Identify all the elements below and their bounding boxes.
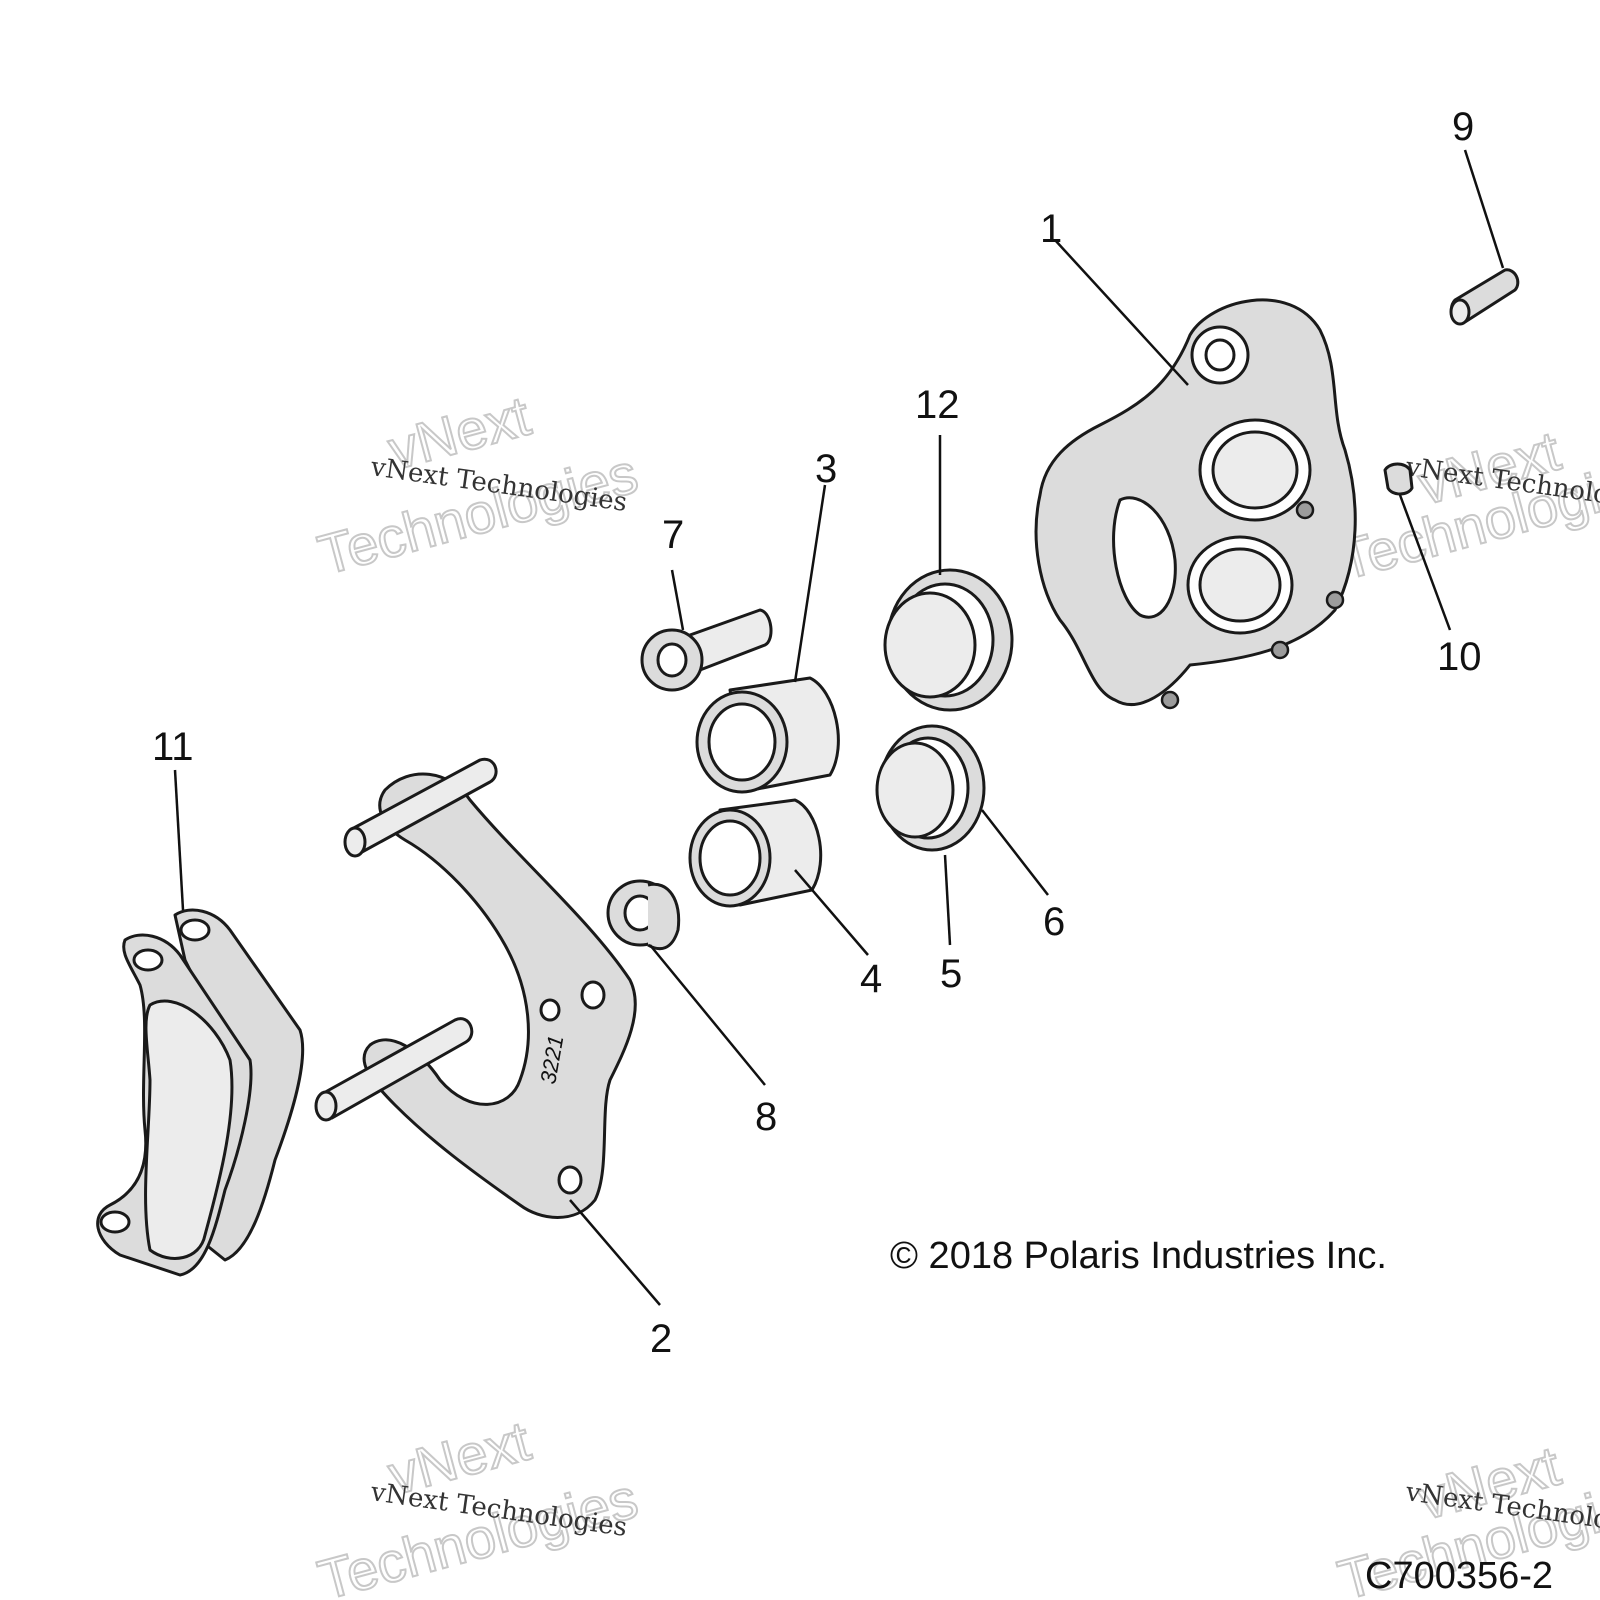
small-piston (688, 798, 823, 908)
brake-pads (96, 908, 305, 1277)
callout-3: 3 (815, 447, 837, 491)
callout-4: 4 (860, 957, 882, 1001)
callout-10: 10 (1437, 635, 1482, 679)
callout-11: 11 (152, 725, 194, 769)
watermark-top-left: vNext Technologies vNext Technologies (311, 383, 645, 588)
bleeder-screw (1449, 268, 1520, 326)
small-seals (875, 724, 986, 852)
mounting-bracket: 3221 (314, 757, 637, 1219)
large-seal (883, 568, 1014, 712)
leader-lines (173, 149, 1505, 1306)
large-piston (695, 676, 840, 794)
callout-8: 8 (755, 1095, 777, 1139)
callout-5: 5 (940, 952, 962, 996)
watermark-top-right: vNext Technologies vNext Technologies (1331, 418, 1600, 593)
boot-upper (640, 608, 773, 692)
callout-2: 2 (650, 1317, 672, 1361)
bleeder-cap (1383, 462, 1414, 496)
callout-labels: 1 2 3 4 5 6 7 8 9 10 11 12 (152, 105, 1482, 1361)
callout-7: 7 (662, 513, 684, 557)
copyright-notice: © 2018 Polaris Industries Inc. (890, 1235, 1387, 1277)
callout-9: 9 (1452, 105, 1474, 149)
callout-6: 6 (1043, 900, 1065, 944)
svg-text:Technologies: Technologies (312, 441, 644, 586)
callout-1: 1 (1040, 207, 1062, 251)
callout-12: 12 (915, 383, 960, 427)
caliper-body (1034, 298, 1357, 710)
diagram-id: C700356-2 (1365, 1555, 1553, 1597)
boot-lower (606, 879, 681, 951)
watermark-bottom-left: vNext Technologies vNext Technologies (311, 1408, 645, 1600)
